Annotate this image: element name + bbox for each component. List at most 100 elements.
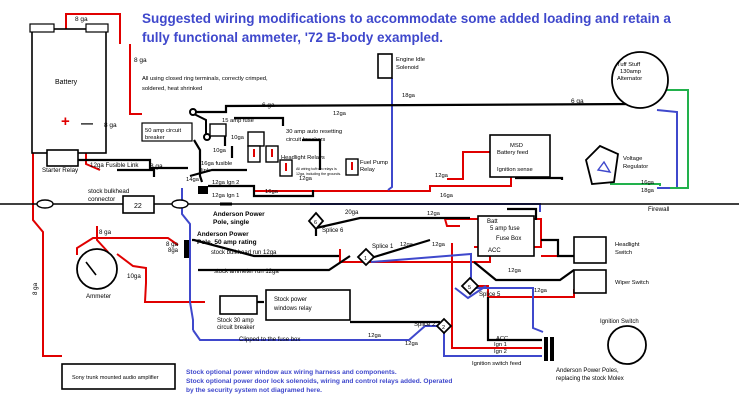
wire-12ga-fuse: 12ga — [508, 268, 522, 274]
battery — [29, 23, 109, 154]
anderson-single-label-1: Anderson Power — [213, 211, 265, 218]
breaker-30-auto-label-2: circuit breakers — [286, 137, 325, 143]
wire-8ga-anderson: 8ga — [168, 248, 179, 254]
breaker-50-label-2: breaker — [145, 135, 165, 141]
ring-note-2: soldered, heat shrinked — [142, 86, 202, 92]
splice-1-num: 1 — [364, 256, 367, 262]
anderson-50-label-1: Anderson Power — [197, 231, 249, 238]
engine-idle-solenoid-box — [377, 53, 393, 79]
engine-idle-label-1: Engine Idle — [396, 57, 425, 63]
wire-8ga-starter: 8 ga — [150, 163, 163, 170]
engine-idle-label-2: Solenoid — [396, 65, 419, 71]
relay-note-2: 12ga, including the grounds. — [296, 172, 341, 176]
battery-plus-label: + — [61, 113, 70, 130]
power-windows-relay-label-1: Stock power — [274, 297, 307, 303]
alternator-label-1: Tuff Stuff — [617, 62, 640, 68]
wiper-switch-box — [573, 269, 607, 294]
wire-8ga-ammeter: 8 ga — [99, 229, 112, 236]
wire-12ga-relays: 12ga — [333, 111, 347, 117]
wire-16ga-vr: 16ga — [641, 180, 655, 186]
wire-8ga-bulkhead: 8 ga — [166, 241, 179, 248]
anderson-poles-ignition — [544, 337, 554, 361]
labels: Battery + — 8 ga 8 ga 8 ga 8 ga Starter … — [32, 16, 669, 382]
relay-pins — [253, 149, 353, 171]
wire-12ga-bottom: 12ga — [368, 333, 382, 339]
wiper-switch-label: Wiper Switch — [615, 280, 649, 286]
anderson-single-label-2: Pole, single — [213, 219, 250, 226]
fuse-box-label: Fuse Box — [496, 236, 521, 242]
voltage-regulator-label-2: Regulator — [623, 164, 648, 170]
splice-6-label: Splice 6 — [322, 228, 344, 234]
wire-14ga: 14ga — [186, 177, 200, 183]
wire-8ga-top: 8 ga — [75, 16, 88, 23]
wire-12ga-splice5: 12ga — [534, 288, 548, 294]
left-grommet — [36, 199, 54, 209]
fusible-link-16-label-2: link — [201, 168, 210, 174]
fusible-link-16-label-1: 16ga fusible — [201, 161, 232, 167]
alternator — [611, 51, 669, 109]
breaker-30-stock-label-1: Stock 30 amp — [217, 318, 254, 324]
wire-20ga: 20ga — [345, 210, 359, 216]
ign1-label: Ign 1 — [494, 342, 507, 348]
wire-8ga-battery: 8 ga — [104, 122, 117, 129]
clipped-label: Clipped to the fuse box — [239, 337, 300, 343]
anderson-poles-label-1: Anderson Power Poles, — [556, 368, 619, 374]
fuse-box-batt: Batt — [487, 219, 498, 225]
alternator-label-3: Alternator — [617, 76, 642, 82]
wire-12ga-ign2: 12ga Ign 2 — [212, 180, 239, 186]
wire-12ga-splice1: 12ga — [400, 242, 414, 248]
anderson-poles-label-2: replacing the stock Molex — [556, 376, 624, 382]
fusible-link-12-label: 12ga Fusible Link — [90, 162, 139, 169]
splice-diamonds — [307, 211, 480, 335]
firewall-label: Firewall — [648, 206, 669, 213]
wire-6ga-mid: 6 ga — [262, 102, 275, 109]
anderson-50 — [184, 240, 189, 258]
wire-16ga-mid: 16ga — [265, 189, 279, 195]
right-grommet — [171, 199, 189, 209]
ignition-switch-label: Ignition Switch — [600, 319, 639, 325]
ammeter-label: Ammeter — [86, 293, 111, 300]
wire-12ga-splice6: 12ga — [427, 211, 441, 217]
acc-label: ACC — [496, 336, 508, 342]
fuse-box — [477, 215, 535, 257]
wire-6ga-right: 6 ga — [571, 98, 584, 105]
headlight-switch-box — [573, 236, 607, 264]
headlight-relays-label: Headlight Relays — [281, 155, 325, 161]
msd-label-1: MSD — [510, 143, 523, 149]
wire-10ga-breaker: 10ga — [231, 135, 245, 141]
splice-5-label: Splice 5 — [479, 292, 501, 298]
fuel-pump-relay-label-2: Relay — [360, 167, 375, 173]
ammeter-run-label: stock ammeter run 12ga — [214, 269, 279, 275]
wire-12ga-mid: 12ga — [299, 176, 313, 182]
green-wires — [610, 89, 689, 189]
fuse-15-label: 15 amp fuse — [222, 118, 254, 124]
footnote-line-3: by the security system not diagramed her… — [186, 387, 322, 394]
footnote: Stock optional power window aux wiring h… — [186, 368, 606, 395]
footnote-line-1: Stock optional power window aux wiring h… — [186, 369, 397, 376]
wire-18ga-vr: 18ga — [641, 188, 655, 194]
wire-10ga-lower: 10ga — [213, 148, 227, 154]
wire-18ga-idle: 18ga — [402, 93, 416, 99]
breaker-30-auto-label-1: 30 amp auto resetting — [286, 129, 342, 135]
ignition-switch — [607, 325, 647, 365]
breaker-50-switch — [189, 108, 211, 141]
sony-amp-label: Sony trunk mounted audio amplifier — [72, 375, 159, 381]
anderson-single — [198, 186, 208, 194]
battery-minus-label: — — [81, 116, 93, 130]
wire-8ga-left: 8 ga — [32, 282, 39, 295]
ignition-sense-label: Ignition sense — [497, 167, 533, 173]
wire-12ga-msd: 12ga — [435, 173, 449, 179]
msd-label-2: Battery feed — [497, 150, 528, 156]
battery-label: Battery — [55, 79, 78, 86]
connector-label: connector — [88, 196, 115, 203]
headlight-relay-icons — [247, 145, 359, 177]
voltage-regulator — [585, 144, 619, 185]
ring-note-1: All using closed ring terminals, correct… — [142, 76, 268, 82]
breaker-30-stock-box — [219, 295, 258, 315]
relay-note-1: All wiring to/from relays is — [296, 167, 337, 171]
splice-2-num: 2 — [442, 325, 445, 331]
wire-16ga-right: 16ga — [440, 193, 454, 199]
wire-8ga-right: 8 ga — [134, 57, 147, 64]
stock-bulkhead-label: stock bulkhead — [88, 188, 130, 195]
